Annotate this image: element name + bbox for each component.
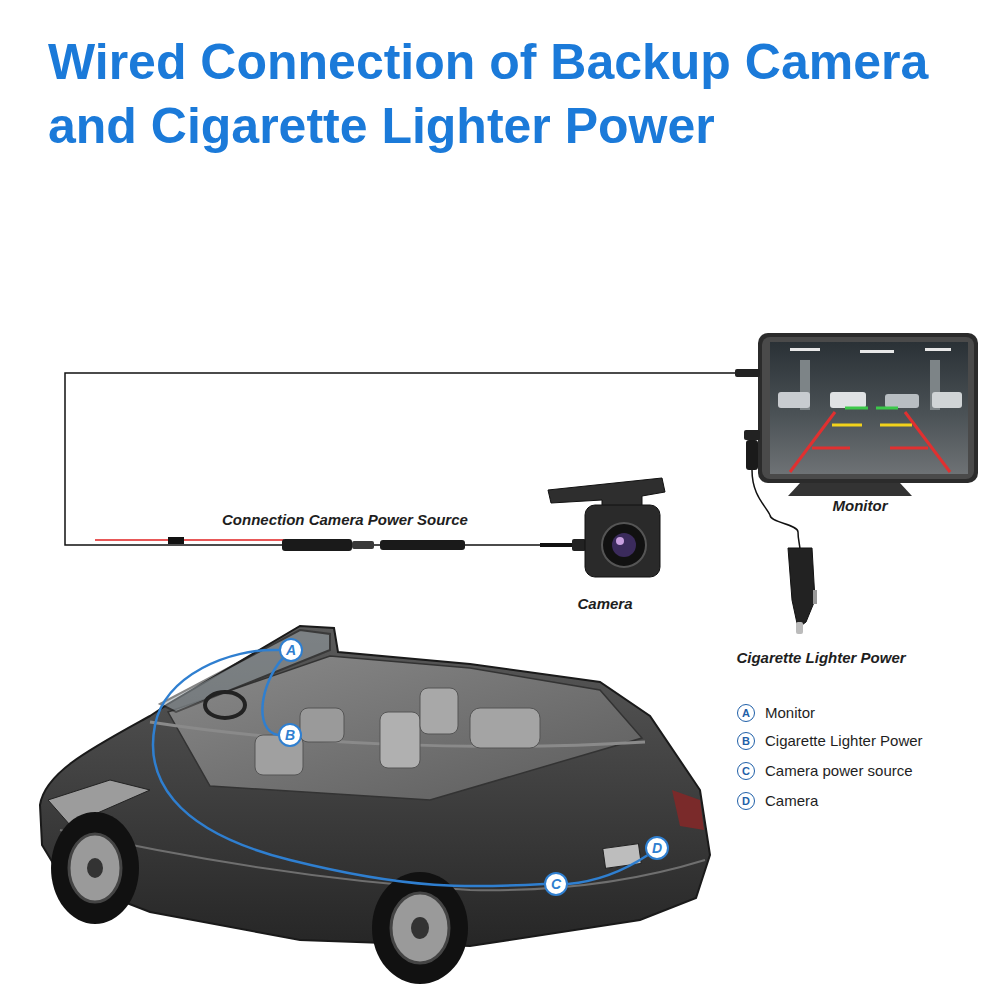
camera-wire-parts [95, 537, 588, 551]
car-seats-part [300, 708, 344, 742]
monitor-drawing-part [758, 333, 978, 483]
legend-marker: D [737, 792, 755, 810]
camera-drawing-part [585, 505, 660, 577]
legend-marker: B [737, 732, 755, 750]
diagram-title: Wired Connection of Backup Camera and Ci… [48, 30, 948, 158]
monitor-drawing-part [832, 424, 862, 427]
monitor-drawing-part [778, 392, 810, 408]
lighter-plug-drawing-part [788, 548, 815, 628]
monitor-drawing-part [905, 412, 950, 472]
camera-wire-parts-part [572, 539, 586, 551]
monitor-drawing-part [790, 348, 820, 351]
routing-line [262, 658, 282, 735]
car-near-wheels-part [69, 834, 121, 902]
camera-wire-parts-part [380, 540, 465, 550]
monitor-drawing-part [890, 447, 928, 450]
car-seats-part [420, 688, 458, 734]
camera-drawing [548, 478, 665, 577]
car-seats [205, 688, 540, 775]
callout-letter: A [286, 643, 296, 657]
camera-wire-parts-part [168, 537, 184, 544]
routing-line [568, 855, 647, 884]
monitor-drawing-part [735, 369, 760, 377]
monitor-drawing-part [885, 394, 919, 408]
monitor-drawing-part [788, 483, 912, 496]
wire-label: Connection Camera Power Source [220, 511, 470, 529]
car-near-wheels-part [411, 917, 429, 939]
legend-letter: C [742, 765, 750, 777]
monitor-drawing-part [744, 430, 760, 440]
routing-line [153, 650, 544, 886]
callout-letter: D [652, 841, 662, 855]
figure-caption: Camera [575, 595, 634, 613]
car-seats-part [470, 708, 540, 748]
car-near-wheels-part [391, 893, 449, 963]
car-seats-part [380, 712, 420, 768]
monitor-figure: Monitor [735, 330, 985, 515]
car-body-part [672, 790, 704, 830]
callout-letter: B [285, 728, 295, 742]
legend-row: A Monitor [737, 703, 815, 723]
camera-drawing-part [616, 537, 624, 545]
legend-marker: A [737, 704, 755, 722]
monitor-drawing-part [845, 407, 868, 410]
figure-caption: Monitor [831, 497, 890, 515]
power-cable [770, 515, 798, 532]
lighter-plug-drawing-part [798, 532, 800, 550]
camera-drawing-part [602, 523, 646, 567]
camera-drawing-part [612, 533, 636, 557]
camera-wire-parts-part [282, 539, 352, 551]
monitor-drawing-part [812, 447, 850, 450]
camera-wire-parts-part [95, 539, 284, 541]
callout-circle: C [544, 872, 568, 896]
monitor-drawing-part [932, 392, 962, 408]
car-near-wheels-part [87, 858, 103, 878]
legend-letter: A [742, 707, 750, 719]
legend-text: Camera [765, 792, 818, 810]
monitor-drawing-part [925, 348, 951, 351]
car-body-part [60, 830, 705, 890]
figure-caption: Cigarette Lighter Power [734, 649, 907, 667]
callout-circle: D [645, 836, 669, 860]
callout-letter: C [551, 877, 561, 891]
callout-circle: A [279, 638, 303, 662]
car-near-wheels-part [51, 812, 139, 924]
callout-circle: B [278, 723, 302, 747]
car-near-wheels-part [372, 872, 468, 984]
lighter-plug-figure: Cigarette Lighter Power [716, 532, 926, 667]
legend-row: D Camera [737, 791, 818, 811]
legend-letter: D [742, 795, 750, 807]
monitor-drawing [735, 333, 978, 515]
lighter-plug-drawing-part [813, 590, 817, 604]
legend-row: C Camera power source [737, 761, 913, 781]
monitor-drawing-part [746, 440, 758, 470]
legend-text: Camera power source [765, 762, 913, 780]
car-body-part [603, 844, 641, 869]
legend-marker: C [737, 762, 755, 780]
legend-letter: B [742, 735, 750, 747]
lighter-plug-drawing [788, 532, 817, 634]
legend-text: Monitor [765, 704, 815, 722]
lighter-plug-drawing-part [796, 622, 803, 634]
car-body-part [40, 626, 710, 946]
monitor-drawing-part [830, 392, 866, 408]
legend-row: B Cigarette Lighter Power [737, 731, 923, 751]
car-body [40, 626, 710, 946]
monitor-drawing-part [790, 412, 835, 472]
monitor-drawing-part [762, 337, 974, 479]
camera-figure: Camera [540, 478, 670, 613]
camera-wire-parts-part [352, 541, 374, 549]
monitor-drawing-part [770, 342, 968, 474]
legend-text: Cigarette Lighter Power [765, 732, 923, 750]
monitor-drawing-part [880, 424, 912, 427]
monitor-drawing-part [860, 350, 894, 353]
car-seats-part [205, 692, 245, 718]
monitor-drawing-part [876, 407, 898, 410]
car-near-wheels [51, 812, 468, 984]
monitor-drawing-part [752, 470, 770, 515]
